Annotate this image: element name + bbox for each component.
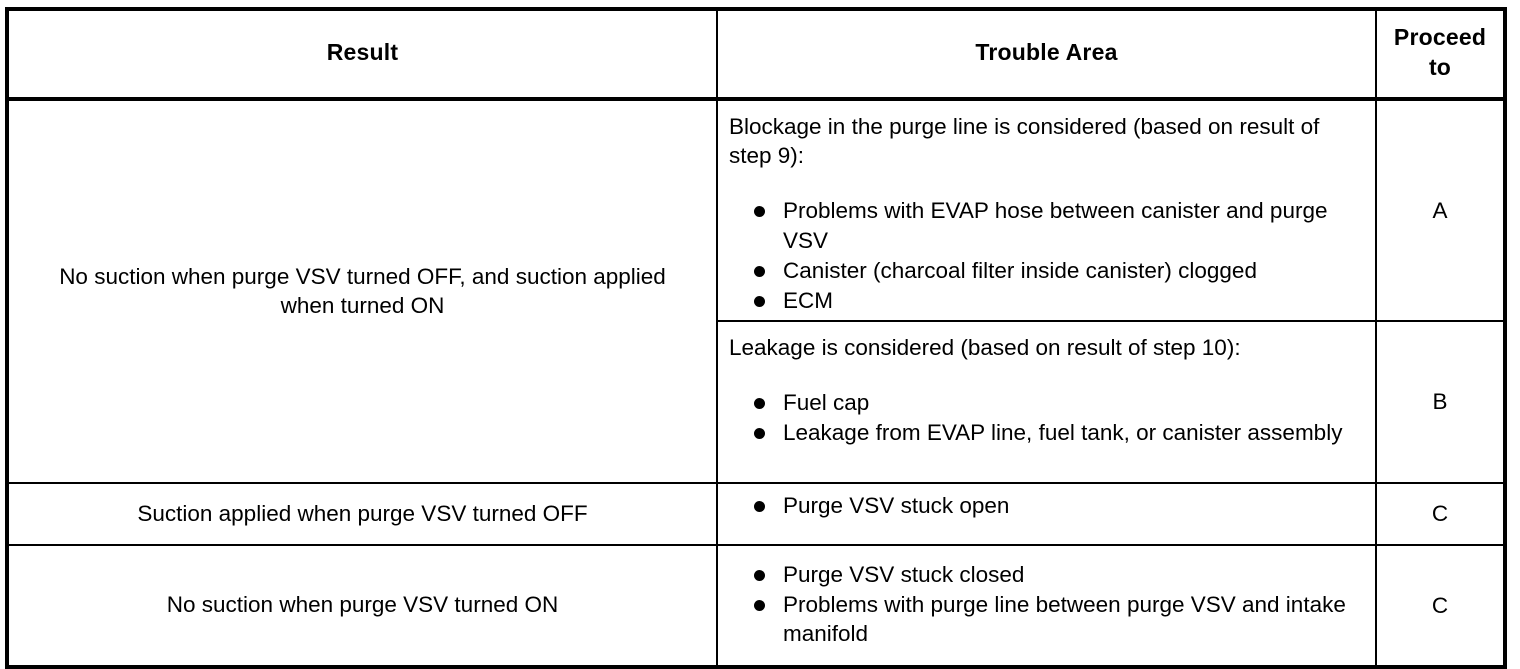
bullet-icon <box>754 600 765 612</box>
list-item-label: Purge VSV stuck closed <box>783 561 1025 587</box>
bullet-icon <box>754 265 765 277</box>
list-item-label: ECM <box>783 288 833 314</box>
table-body: No suction when purge VSV turned OFF, an… <box>6 97 1506 668</box>
proceed-cell-1: A B <box>1375 97 1506 484</box>
trouble-cell-3: Purge VSV stuck closed Problems with pur… <box>716 543 1377 668</box>
trouble-section-b: Leakage is considered (based on result o… <box>718 322 1375 482</box>
trouble-cell-2-body: Purge VSV stuck open <box>718 484 1375 529</box>
list-item: Fuel cap <box>728 388 1365 417</box>
list-item-label: Fuel cap <box>783 390 870 416</box>
list-item: Problems with EVAP hose between canister… <box>728 196 1365 255</box>
trouble-cell-1: Blockage in the purge line is considered… <box>716 97 1377 484</box>
result-cell-3-line1: No suction when purge VSV turned ON <box>166 592 559 618</box>
list-item: Purge VSV stuck open <box>728 491 1365 520</box>
trouble-cell-1-sections: Blockage in the purge line is considered… <box>718 101 1375 482</box>
trouble-section-b-bullets: Fuel cap Leakage from EVAP line, fuel ta… <box>728 388 1365 448</box>
result-cell-2: Suction applied when purge VSV turned OF… <box>6 481 718 546</box>
column-header-proceed-to-line2: to <box>1428 53 1452 80</box>
result-cell-1-line2: when turned ON <box>280 293 445 319</box>
column-header-proceed-to: Proceed to <box>1375 8 1506 101</box>
document-page: Result Trouble Area Proceed to No suctio… <box>5 7 1507 669</box>
table-header: Result Trouble Area Proceed to <box>6 8 1506 101</box>
bullet-icon <box>754 500 765 512</box>
result-cell-2-line1: Suction applied when purge VSV turned OF… <box>137 500 588 526</box>
list-item: Canister (charcoal filter inside caniste… <box>728 256 1365 285</box>
bullet-icon <box>754 398 765 410</box>
bullet-icon <box>754 206 765 218</box>
list-item-label: Problems with EVAP hose between canister… <box>783 198 1328 253</box>
list-item: Problems with purge line between purge V… <box>728 590 1365 649</box>
troubleshooting-table: Result Trouble Area Proceed to No suctio… <box>5 7 1507 669</box>
bullet-icon <box>754 296 765 308</box>
result-cell-1: No suction when purge VSV turned OFF, an… <box>6 97 718 484</box>
trouble-cell-3-bullets: Purge VSV stuck closed Problems with pur… <box>728 560 1365 649</box>
bullet-icon <box>754 569 765 581</box>
list-item-label: Canister (charcoal filter inside caniste… <box>783 257 1257 283</box>
trouble-section-a-lead: Blockage in the purge line is considered… <box>729 113 1320 169</box>
proceed-cell-3: C <box>1375 543 1506 668</box>
list-item: Leakage from EVAP line, fuel tank, or ca… <box>728 418 1365 447</box>
table-row: No suction when purge VSV turned ON Purg… <box>6 543 1506 668</box>
trouble-section-b-lead: Leakage is considered (based on result o… <box>729 334 1241 360</box>
list-item-label: Leakage from EVAP line, fuel tank, or ca… <box>783 420 1343 446</box>
result-cell-1-line1: No suction when purge VSV turned OFF, an… <box>59 263 666 289</box>
trouble-cell-2: Purge VSV stuck open <box>716 481 1377 546</box>
column-header-proceed-to-line1: Proceed <box>1393 24 1487 50</box>
list-item-label: Problems with purge line between purge V… <box>783 592 1346 647</box>
column-header-result: Result <box>6 8 718 101</box>
list-item: ECM <box>728 286 1365 315</box>
proceed-value-b: B <box>1432 389 1448 415</box>
proceed-value-a: A <box>1377 101 1503 322</box>
trouble-cell-2-bullets: Purge VSV stuck open <box>728 491 1365 520</box>
list-item: Purge VSV stuck closed <box>728 560 1365 589</box>
table-row: Suction applied when purge VSV turned OF… <box>6 481 1506 546</box>
result-cell-3: No suction when purge VSV turned ON <box>6 543 718 668</box>
proceed-cell-2: C <box>1375 481 1506 546</box>
bullet-icon <box>754 428 765 440</box>
trouble-section-a: Blockage in the purge line is considered… <box>718 101 1375 322</box>
list-item-label: Purge VSV stuck open <box>783 492 1010 518</box>
trouble-section-a-bullets: Problems with EVAP hose between canister… <box>728 196 1365 315</box>
column-header-trouble-area: Trouble Area <box>716 8 1377 101</box>
table-row: No suction when purge VSV turned OFF, an… <box>6 97 1506 484</box>
table-header-row: Result Trouble Area Proceed to <box>6 8 1506 101</box>
trouble-cell-3-body: Purge VSV stuck closed Problems with pur… <box>718 546 1375 664</box>
proceed-cell-1-sections: A B <box>1377 101 1503 482</box>
